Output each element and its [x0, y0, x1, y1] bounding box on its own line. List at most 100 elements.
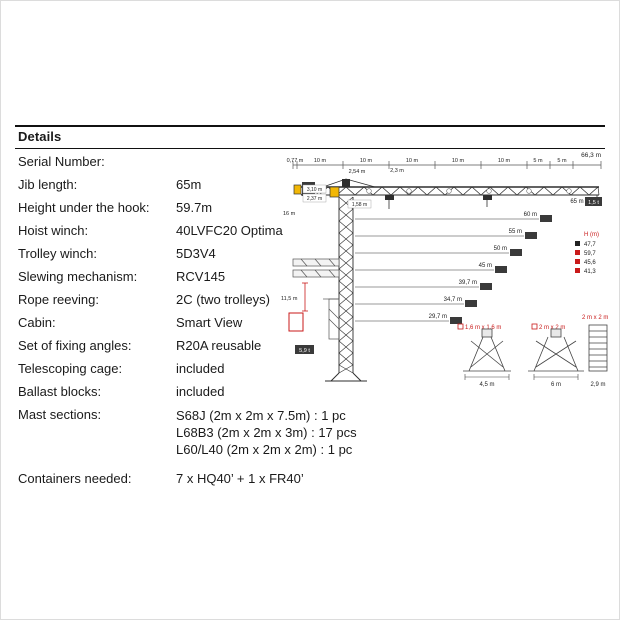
spec-value: included [176, 384, 225, 399]
jib-segment-dim: 10 m [498, 158, 511, 164]
dim-label-small: 1,58 m [352, 202, 367, 208]
mast-section-line: S68J (2m x 2m x 7.5m) : 1 pc [176, 408, 346, 423]
crane-drawing: 66,3 m 0,77 m 10 m 10 m 10 m 10 m 10 m 5… [281, 152, 608, 388]
spec-row: Ballast blocks: included [18, 384, 318, 407]
spec-label: Mast sections: [18, 407, 102, 422]
legend-value: 47,7 [584, 242, 596, 248]
capacity-box [465, 300, 477, 307]
spec-label: Set of fixing angles: [18, 338, 132, 353]
legend-value: 41,3 [584, 269, 596, 275]
dim-label-total-length: 66,3 m [581, 152, 601, 159]
hoist-winch-block [293, 184, 302, 195]
spec-row: Telescoping cage: included [18, 361, 318, 384]
tower-head [322, 178, 376, 188]
jib-segment-dim: 10 m [314, 158, 327, 164]
spec-label: Containers needed: [18, 471, 132, 486]
legend-icon [575, 259, 580, 264]
trolley-hook [385, 195, 598, 209]
jib-section-marker [446, 188, 452, 194]
spec-value-multiline: S68J (2m x 2m x 7.5m) : 1 pc L68B3 (2m x… [176, 407, 357, 458]
legend-icon [575, 250, 580, 255]
top-divider [15, 125, 605, 127]
base-width-label-a: 4,5 m [479, 382, 494, 388]
height-label: 50 m [494, 246, 507, 252]
legend-value: 45,6 [584, 260, 596, 266]
base-load-box [295, 345, 314, 354]
jib-segment-dim: 10 m [452, 158, 465, 164]
dim-label-small: 16 m [283, 211, 296, 217]
spec-row: Set of fixing angles: R20A reusable [18, 338, 318, 361]
capacity-box [480, 283, 492, 290]
mast-lattice [338, 196, 354, 374]
dim-box [302, 184, 327, 194]
crane-diagram: 66,3 m 0,77 m 10 m 10 m 10 m 10 m 10 m 5… [279, 149, 617, 399]
dim-box [347, 199, 372, 209]
jib-dimension-line [292, 161, 602, 169]
mast-bracket [302, 282, 308, 312]
legend-icon [575, 241, 580, 246]
height-label: 45 m [479, 263, 492, 269]
jib-length-label: 65 m [570, 199, 583, 205]
telescoping-cage [323, 298, 340, 340]
spec-value: 7 x HQ40’ + 1 x FR40’ [176, 471, 304, 486]
jib-section-marker [566, 188, 572, 194]
spec-value: 5D3V4 [176, 246, 216, 261]
spec-value: Smart View [176, 315, 243, 330]
mast-side-dim-label: 11,5 m [281, 296, 298, 302]
jib-section-marker [366, 188, 372, 194]
spec-label: Trolley winch: [18, 246, 97, 261]
base-width-label-b: 6 m [551, 382, 561, 388]
spec-label: Telescoping cage: [18, 361, 123, 376]
transport-jib-bundle [292, 258, 340, 278]
spec-value: 40LVFC20 Optima [176, 223, 283, 238]
spec-row: Trolley winch: 5D3V4 [18, 246, 318, 269]
dim-label-small: 2,37 m [307, 196, 322, 202]
tip-load-label: 1,5 t [588, 200, 599, 206]
dim-label-small: 2,3 m [390, 168, 404, 174]
spec-value: 2C (two trolleys) [176, 292, 270, 307]
spec-row: Rope reeving: 2C (two trolleys) [18, 292, 318, 315]
spec-label: Serial Number: [18, 154, 105, 169]
spec-value: 59.7m [176, 200, 213, 215]
base-sketch-b [528, 328, 584, 380]
footprint-label-large: 2 m x 2 m [539, 325, 565, 331]
spec-row: Slewing mechanism: RCV145 [18, 269, 318, 292]
base-sketch-a [463, 328, 511, 380]
tip-load-box [585, 197, 602, 206]
cage-highlight-box [288, 312, 304, 332]
spec-row: Containers needed: 7 x HQ40’ + 1 x FR40’ [18, 471, 318, 494]
mast-section-stack [588, 324, 608, 372]
capacity-box [540, 215, 552, 222]
dim-box [302, 193, 327, 203]
legend-title: H (m) [584, 232, 599, 238]
base-load-label: 5,9 t [299, 348, 310, 354]
stack-height-label: 2,9 m [590, 382, 605, 388]
spec-label: Height under the hook: [18, 200, 150, 215]
heading-divider [15, 148, 605, 149]
height-label: 39,7 m [459, 280, 477, 286]
spec-label: Ballast blocks: [18, 384, 102, 399]
spec-value: included [176, 361, 225, 376]
dim-label-small: 2,54 m [349, 169, 366, 175]
jib-segment-dim: 10 m [406, 158, 419, 164]
legend-icon [575, 268, 580, 273]
capacity-box [525, 232, 537, 239]
jib-segment-dim: 5 m [557, 158, 567, 164]
footprint-label-large2: 2 m x 2 m [582, 315, 608, 321]
dim-label-small: 3,10 m [307, 187, 322, 193]
legend-value: 59,7 [584, 251, 596, 257]
jib-lattice [300, 186, 600, 196]
footprint-label-small: 1,6 m x 1,6 m [465, 325, 501, 331]
spec-row: Hoist winch: 40LVFC20 Optima [18, 223, 318, 246]
height-label: 29,7 m [429, 314, 447, 320]
spec-value: RCV145 [176, 269, 226, 284]
jib-segment-dim: 0,77 m [287, 158, 304, 164]
height-label: 60 m [524, 212, 537, 218]
spec-label: Slewing mechanism: [18, 269, 138, 284]
mast-base [325, 372, 367, 382]
page-title: Details [18, 129, 62, 144]
spec-row: Height under the hook: 59.7m [18, 200, 318, 223]
spec-table: Serial Number: Jib length: 65m Height un… [18, 154, 357, 494]
spec-row-mast-sections: Mast sections: S68J (2m x 2m x 7.5m) : 1… [18, 407, 357, 459]
